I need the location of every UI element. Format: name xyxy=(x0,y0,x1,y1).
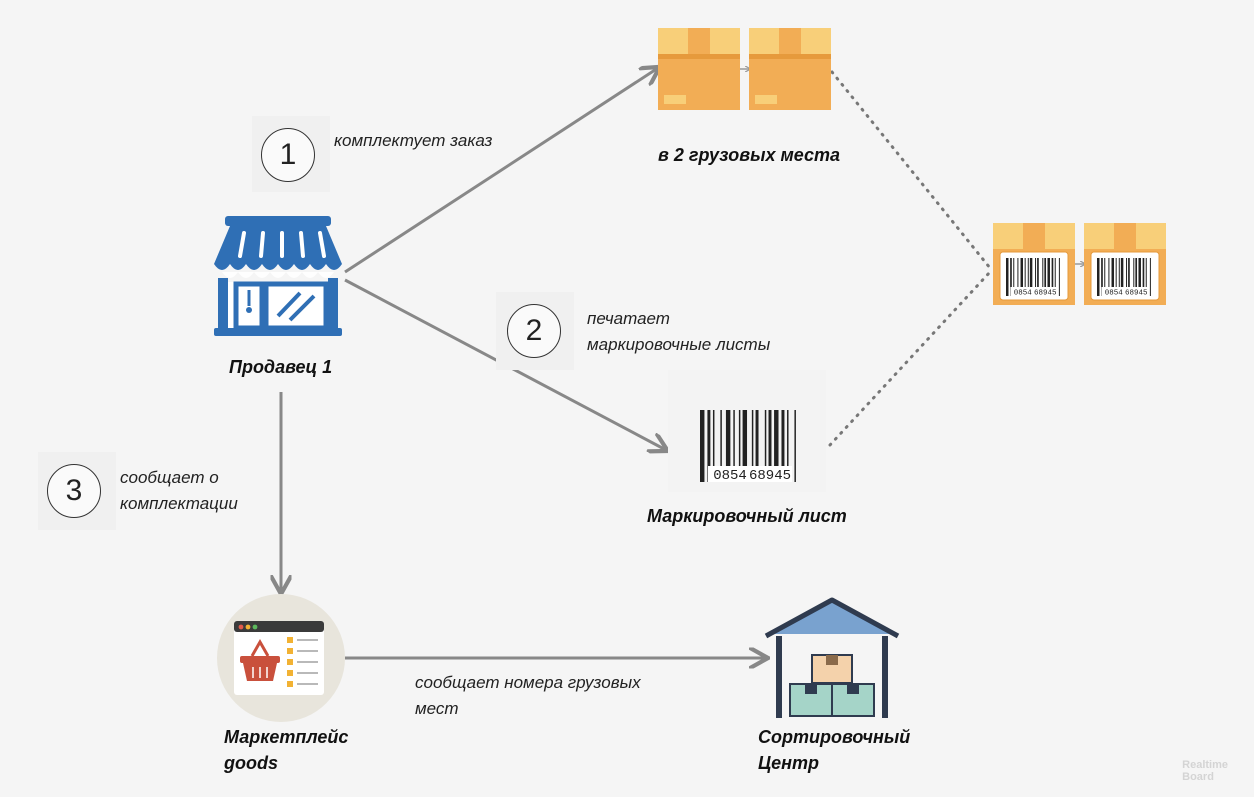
marketplace-icon xyxy=(217,594,345,722)
barcode-bar xyxy=(1010,258,1012,296)
barcode-bar xyxy=(1020,258,1024,296)
barcode-bar xyxy=(725,410,731,482)
arrow-seller-to-cargo xyxy=(344,68,658,274)
basket-icon xyxy=(240,638,280,681)
barcode-bar xyxy=(1029,258,1033,296)
barcode-bar xyxy=(781,410,785,482)
dotted-link-cargo xyxy=(830,70,992,270)
barcode-bar xyxy=(1047,258,1050,296)
barcode-bar xyxy=(1097,258,1100,296)
barcode-bar xyxy=(787,410,789,482)
marketplace-title: Маркетплейс goods xyxy=(224,727,349,773)
barcode-bar xyxy=(733,410,735,482)
barcode-bar xyxy=(1042,258,1044,296)
edge-label-center: сообщает номера грузовых мест xyxy=(415,673,641,718)
barcode-bar xyxy=(712,410,715,482)
barcode-bar xyxy=(1024,258,1026,296)
barcode-bar xyxy=(1013,258,1015,296)
barcode-bar xyxy=(1101,258,1103,296)
barcode-bar xyxy=(1120,258,1124,296)
barcode-bar xyxy=(1128,258,1130,296)
step-1-number: 1 xyxy=(261,128,315,182)
barcode-digits-right: 68945 xyxy=(1034,289,1057,297)
barcode-digit-backdrop xyxy=(1101,287,1149,296)
dotted-link-label xyxy=(828,270,992,447)
barcode-bar xyxy=(1006,258,1009,296)
barcode-bar xyxy=(707,410,711,482)
barcode-bar xyxy=(751,410,754,482)
sorting-center-title: Сортировочный Центр xyxy=(758,727,911,773)
barcode-bar xyxy=(755,410,759,482)
barcode-bar xyxy=(1044,258,1047,296)
cargo-title: в 2 грузовых места xyxy=(658,145,841,165)
barcode-bar xyxy=(768,410,772,482)
barcode-digit-backdrop xyxy=(1010,287,1058,296)
barcode-bar xyxy=(1051,258,1054,296)
barcode-bar xyxy=(764,410,767,482)
barcode-bar xyxy=(1115,258,1117,296)
barcode-bar xyxy=(700,410,705,482)
barcode-digits-right: 68945 xyxy=(1125,289,1148,297)
step-2-text: печатает маркировочные листы xyxy=(587,309,771,354)
barcode-bar xyxy=(1149,258,1151,296)
step-2-number: 2 xyxy=(507,304,561,358)
barcode-bar xyxy=(720,410,722,482)
barcode-bar xyxy=(738,410,741,482)
barcode-bar xyxy=(1108,258,1110,296)
barcode-digits-right: 68945 xyxy=(749,468,791,484)
warehouse-icon xyxy=(764,597,900,718)
barcode-bar xyxy=(794,410,796,482)
shop-icon xyxy=(214,216,342,336)
barcode-bar xyxy=(1126,258,1128,296)
barcode-bar xyxy=(1104,258,1106,296)
barcode-bar xyxy=(1142,258,1145,296)
cargo-box-2 xyxy=(749,28,831,110)
barcode-bar xyxy=(1111,258,1115,296)
seller-title: Продавец 1 xyxy=(229,357,333,377)
barcode-bar xyxy=(1133,258,1135,296)
barcode-bar xyxy=(742,410,748,482)
barcode-bar xyxy=(1145,258,1147,296)
barcode-bar xyxy=(1118,258,1120,296)
barcode-bar xyxy=(1058,258,1060,296)
step-3-number: 3 xyxy=(47,464,101,518)
watermark: Realtime Board xyxy=(1182,759,1228,783)
step-3-text: сообщает о комплектации xyxy=(120,468,238,513)
barcode-bar xyxy=(1035,258,1037,296)
barcode-digits-left: 0854 xyxy=(1014,289,1033,297)
label-sheet-title: Маркировочный лист xyxy=(647,506,847,526)
barcode-bar xyxy=(1027,258,1029,296)
barcode-bar xyxy=(1054,258,1056,296)
barcode-bar xyxy=(1135,258,1138,296)
barcode-bar xyxy=(1138,258,1141,296)
barcode-bar xyxy=(1017,258,1019,296)
barcode-bar xyxy=(774,410,779,482)
cargo-box-1 xyxy=(658,28,740,110)
barcode-digits-left: 0854 xyxy=(713,468,747,484)
barcode-digit-backdrop xyxy=(708,466,792,482)
barcode-bar xyxy=(1037,258,1039,296)
barcode-digits-left: 0854 xyxy=(1105,289,1124,297)
step-1-text: комплектует заказ xyxy=(334,131,493,150)
